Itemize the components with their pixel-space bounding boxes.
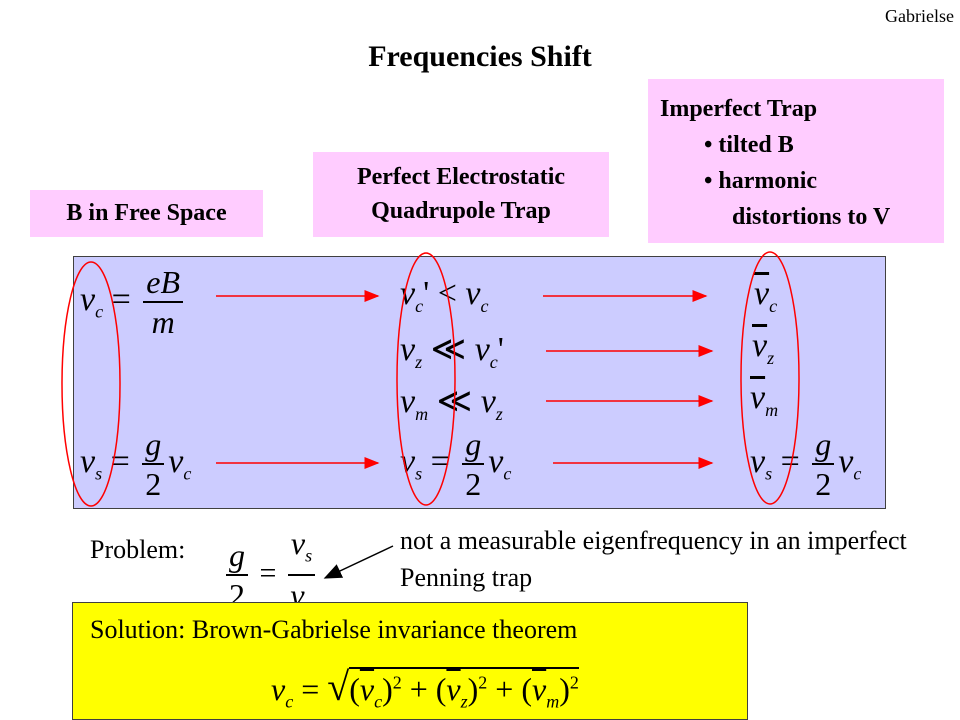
imperfect-trap-heading: Imperfect Trap <box>660 96 818 122</box>
solution-text: Solution: Brown-Gabrielse invariance the… <box>90 615 578 644</box>
problem-note: not a measurable eigenfrequency in an im… <box>400 526 907 592</box>
slide-title: Frequencies Shift <box>368 40 592 73</box>
eq-magnetron-imperfect: νm <box>750 379 779 420</box>
imperfect-trap-bullet-1: • tilted B <box>704 132 794 158</box>
author-label: Gabrielse <box>885 6 954 26</box>
free-space-ellipse <box>61 261 121 507</box>
eq-cyclotron-imperfect: νc <box>754 275 778 316</box>
imperfect-trap-ellipse <box>740 251 800 505</box>
problem-label: Problem: <box>90 535 186 564</box>
perfect-trap-line-1: Perfect Electrostatic <box>356 164 566 190</box>
perfect-trap-line-2: Quadrupole Trap <box>371 198 551 224</box>
invariance-theorem-equation: νc = √(νc)2 + (νz)2 + (νm)2 <box>271 664 579 712</box>
free-space-box: B in Free Space <box>30 190 263 237</box>
eq-axial-imperfect: νz <box>752 327 775 368</box>
solution-box: Solution: Brown-Gabrielse invariance the… <box>72 602 748 720</box>
imperfect-trap-bullet-2-continued: distortions to V <box>732 204 891 230</box>
imperfect-trap-box: Imperfect Trap • tilted B • harmonic dis… <box>648 79 944 243</box>
perfect-trap-ellipse <box>396 252 456 506</box>
eq-axial-perfect: νz ≪ νc' <box>400 331 504 372</box>
problem-pointer-arrow <box>323 545 394 579</box>
imperfect-trap-bullet-2: • harmonic <box>704 168 818 194</box>
perfect-trap-box: Perfect Electrostatic Quadrupole Trap <box>313 152 609 237</box>
eq-magnetron-perfect: νm ≪ νz <box>400 383 503 424</box>
free-space-label: B in Free Space <box>66 200 227 226</box>
